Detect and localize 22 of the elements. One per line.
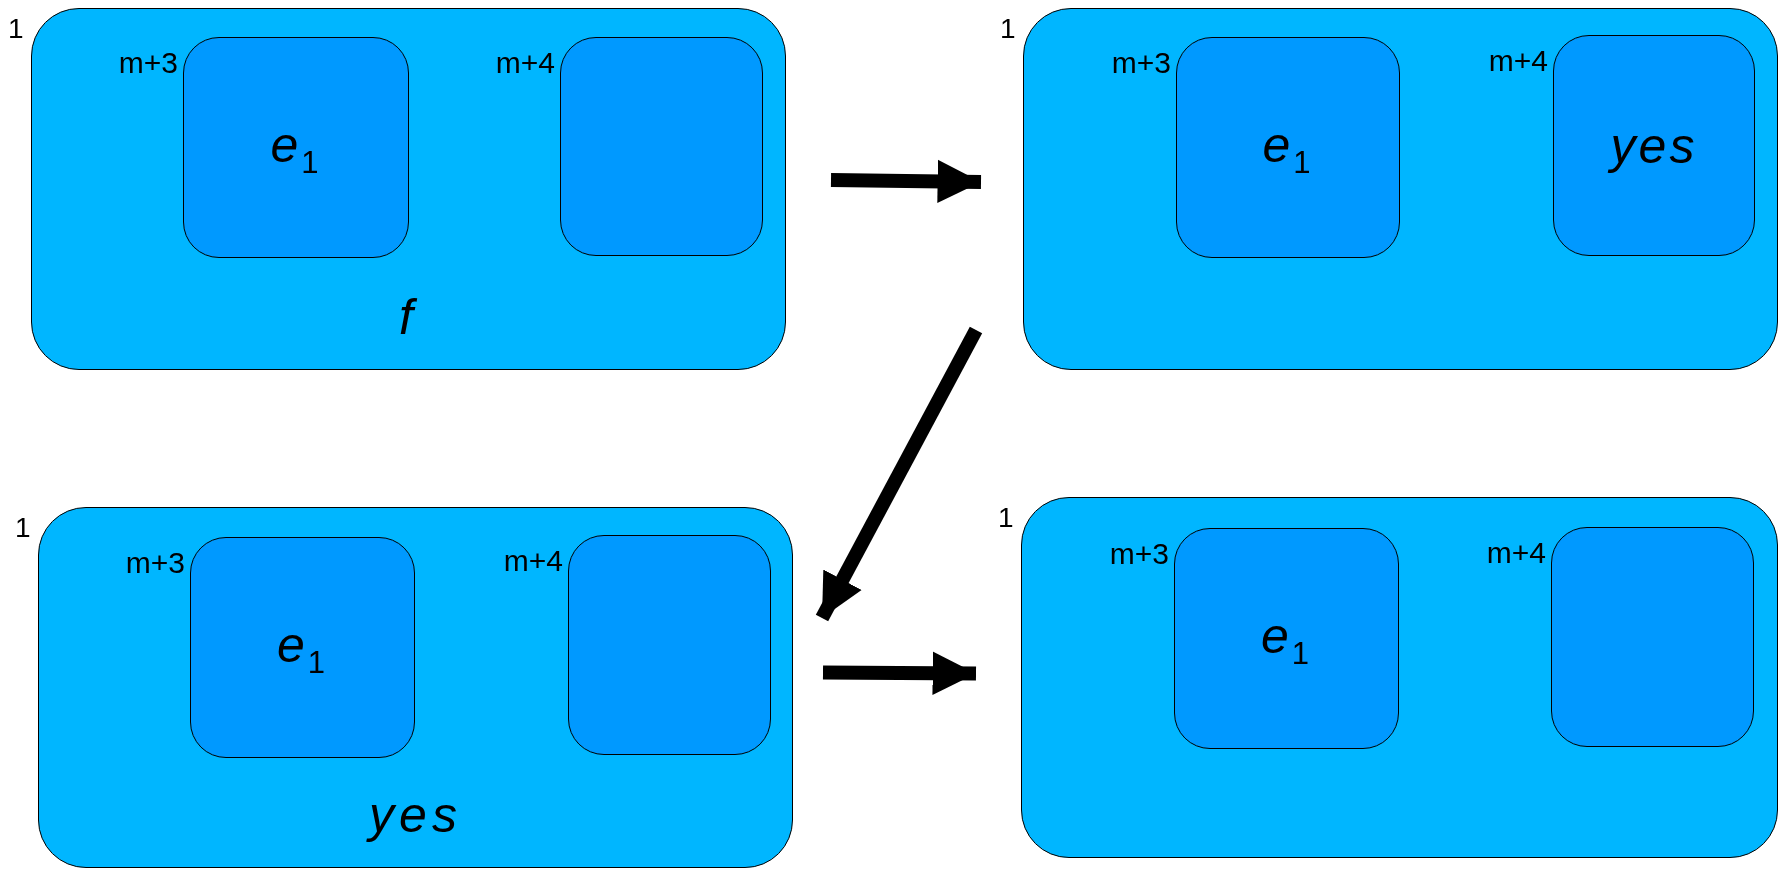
arrow: [815, 326, 983, 622]
register-label: m+4: [1486, 538, 1546, 568]
register-value: e$_{1}$: [269, 115, 323, 181]
register-value: yes: [39, 785, 792, 845]
register-label: m+4: [1488, 46, 1548, 76]
state-number: 1: [998, 504, 1014, 532]
register-value: yes: [1554, 115, 1754, 176]
register-label: m+4: [503, 546, 563, 576]
register-value: e$_{1}$: [1261, 115, 1315, 181]
register-label: m+3: [1111, 48, 1171, 78]
register-value: f: [398, 288, 419, 347]
register-label: m+3: [118, 48, 178, 78]
arrow: [830, 159, 982, 204]
register-label: m+3: [125, 548, 185, 578]
register-label: m+4: [495, 48, 555, 78]
arrow: [822, 651, 977, 695]
register-label: m+3: [1109, 539, 1169, 569]
register-value: e$_{1}$: [1259, 606, 1314, 672]
state-number: 1: [8, 15, 24, 43]
register-value: e$_{1}$: [275, 615, 330, 681]
state-number: 1: [15, 514, 31, 542]
state-number: 1: [1000, 15, 1016, 43]
